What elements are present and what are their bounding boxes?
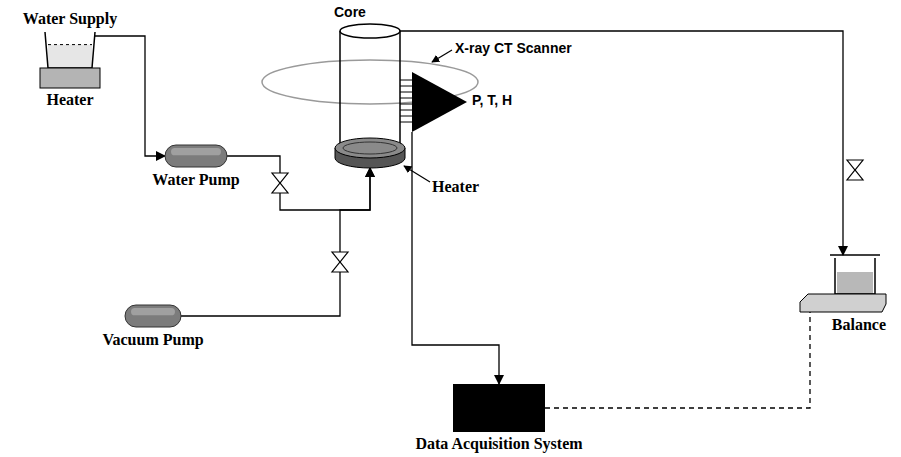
data-acquisition-box-outline <box>453 384 545 432</box>
heater-box: Heater <box>40 68 100 88</box>
core-heater: Heater <box>335 138 405 168</box>
valve-symbol <box>272 173 288 193</box>
flow-pipe <box>95 36 165 156</box>
core-cylinder: Core <box>340 24 400 150</box>
pump-symbol-outline <box>125 305 181 327</box>
sensor-triangle-outline <box>412 72 467 132</box>
leader-line <box>432 50 452 62</box>
water-supply-beaker: Water Supply <box>45 32 95 68</box>
node-label: Heater <box>432 178 479 196</box>
flow-pipe <box>400 31 843 255</box>
signal-line <box>545 312 810 408</box>
node-label: Water Supply <box>23 10 117 28</box>
node-label: Water Pump <box>152 171 239 189</box>
pump-symbol: Water Pump <box>165 145 227 167</box>
valve-symbol <box>332 252 348 272</box>
valve-symbols <box>272 160 863 272</box>
pump-symbol-outline <box>165 145 227 167</box>
data-acquisition-box: Data Acquisition System <box>453 384 545 432</box>
core-cylinder-outline <box>340 24 400 150</box>
balance-outline <box>800 258 886 312</box>
node-label: Balance <box>832 316 886 334</box>
leader-line <box>404 166 430 182</box>
sensor-wires <box>400 80 414 122</box>
node-label: Data Acquisition System <box>415 435 582 453</box>
sensor-triangle: P, T, H <box>412 72 467 132</box>
node-label: Core <box>334 4 366 20</box>
pump-symbol: Vacuum Pump <box>125 305 181 327</box>
node-label: Vacuum Pump <box>102 331 203 349</box>
node-label: Heater <box>46 91 93 109</box>
flow-pipe <box>181 168 370 316</box>
balance: Balance <box>800 258 886 312</box>
water-supply-beaker-outline <box>45 32 95 68</box>
heater-box-outline <box>40 68 100 88</box>
node-label: P, T, H <box>472 92 512 108</box>
part-label: X-ray CT Scanner <box>455 40 572 56</box>
flow-pipe <box>412 132 499 384</box>
core-heater-outline <box>335 138 405 168</box>
valve-symbol <box>847 160 863 180</box>
